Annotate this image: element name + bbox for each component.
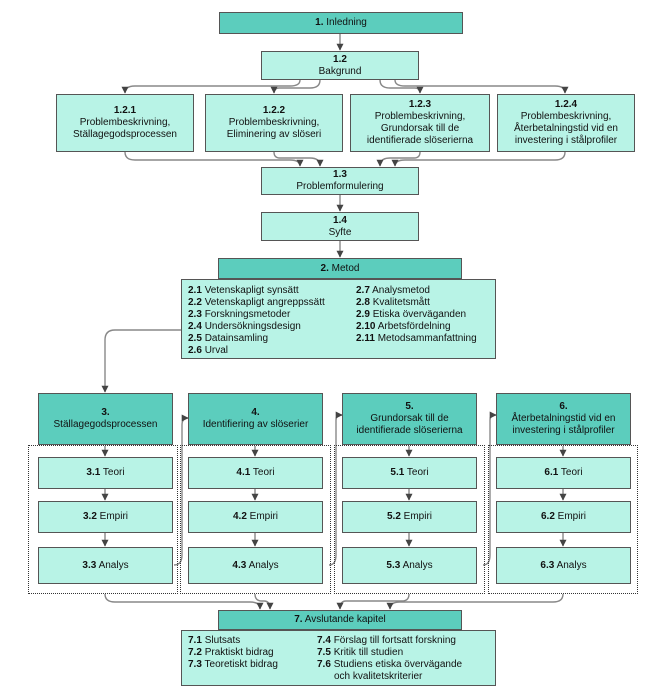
method-item: 2.6 Urval	[188, 345, 229, 356]
sub-box-3-3: 3.3 Analys	[38, 547, 173, 584]
box-line: Grundorsak till de	[380, 123, 460, 134]
box-line: Problembeskrivning,	[228, 117, 320, 128]
box-label: Metod	[331, 262, 360, 274]
box-line: investering i stålprofiler	[512, 425, 615, 436]
box-number: 1.4	[333, 214, 347, 226]
box-line: Problembeskrivning,	[520, 111, 612, 122]
box-metod-content: 2.1 Vetenskapligt synsätt 2.2 Vetenskapl…	[181, 279, 496, 359]
box-label: Syfte	[328, 226, 352, 238]
box-1-2-3: 1.2.3 Problembeskrivning, Grundorsak til…	[350, 94, 490, 152]
box-number: 1.2.3	[408, 99, 432, 110]
box-line: Identifiering av slöserier	[202, 419, 309, 430]
box-number: 1.2.2	[262, 105, 286, 116]
final-item: 7.1 Slutsats	[188, 635, 241, 646]
method-item: 2.2 Vetenskapligt angreppssätt	[188, 297, 325, 308]
box-line: Återbetalningstid vid en	[511, 413, 616, 424]
chapter-4-header: 4. Identifiering av slöserier	[188, 393, 323, 445]
box-number: 1.2	[333, 53, 347, 65]
box-number: 2.	[320, 262, 329, 274]
chapter-3-frame	[28, 445, 178, 594]
box-number: 1.2.4	[554, 99, 578, 110]
box-line: Ställagegodsprocessen	[53, 419, 158, 430]
method-item: 2.10 Arbetsfördelning	[356, 321, 451, 332]
box-label: Avslutande kapitel	[304, 614, 386, 625]
box-1-2-1: 1.2.1 Problembeskrivning, Ställagegodspr…	[56, 94, 194, 152]
box-inledning: 1. Inledning	[219, 12, 463, 34]
sub-box-3-2: 3.2 Empiri	[38, 501, 173, 533]
box-number: 1.	[315, 17, 324, 28]
box-syfte: 1.4 Syfte	[261, 212, 419, 241]
box-line: Problembeskrivning,	[374, 111, 466, 122]
box-label: Bakgrund	[318, 65, 362, 77]
box-avslutande-content: 7.1 Slutsats 7.2 Praktiskt bidrag 7.3 Te…	[181, 630, 496, 686]
box-bakgrund: 1.2 Bakgrund	[261, 51, 419, 80]
sub-box-5-1: 5.1 Teori	[342, 457, 477, 489]
final-item-continuation: och kvalitetskriterier	[334, 671, 423, 682]
final-item: 7.4 Förslag till fortsatt forskning	[317, 635, 456, 646]
final-item: 7.2 Praktiskt bidrag	[188, 647, 274, 658]
box-line: Problembeskrivning,	[79, 117, 171, 128]
box-1-2-2: 1.2.2 Problembeskrivning, Eliminering av…	[205, 94, 343, 152]
method-item: 2.4 Undersökningsdesign	[188, 321, 301, 332]
box-line: investering i stålprofiler	[514, 135, 618, 146]
final-item: 7.3 Teoretiskt bidrag	[188, 659, 278, 670]
box-number: 6.	[559, 401, 568, 412]
sub-box-5-2: 5.2 Empiri	[342, 501, 477, 533]
chapter-5-frame	[334, 445, 485, 594]
box-number: 7.	[294, 614, 303, 625]
box-line: Grundorsak till de	[370, 413, 449, 424]
box-1-2-4: 1.2.4 Problembeskrivning, Återbetalnings…	[497, 94, 635, 152]
method-item: 2.9 Etiska överväganden	[356, 309, 467, 320]
final-item: 7.5 Kritik till studien	[317, 647, 404, 658]
sub-box-4-1: 4.1 Teori	[188, 457, 323, 489]
sub-box-6-1: 6.1 Teori	[496, 457, 631, 489]
chapter-3-header: 3. Ställagegodsprocessen	[38, 393, 173, 445]
box-line: identifierade slöserierna	[356, 425, 463, 436]
sub-box-6-3: 6.3 Analys	[496, 547, 631, 584]
box-number: 5.	[405, 401, 414, 412]
box-number: 3.	[101, 407, 110, 418]
box-number: 1.3	[333, 169, 347, 180]
box-line: Ställagegodsprocessen	[73, 129, 177, 140]
box-number: 1.2.1	[113, 105, 137, 116]
box-label: Problemformulering	[296, 181, 384, 192]
method-item: 2.3 Forskningsmetoder	[188, 309, 291, 320]
final-item: 7.6 Studiens etiska övervägande	[317, 659, 463, 670]
method-item: 2.8 Kvalitetsmått	[356, 297, 430, 308]
chapter-5-header: 5. Grundorsak till de identifierade slös…	[342, 393, 477, 445]
method-item: 2.5 Datainsamling	[188, 333, 269, 344]
box-problemformulering: 1.3 Problemformulering	[261, 167, 419, 195]
sub-box-5-3: 5.3 Analys	[342, 547, 477, 584]
sub-box-4-2: 4.2 Empiri	[188, 501, 323, 533]
box-number: 4.	[251, 407, 260, 418]
sub-box-3-1: 3.1 Teori	[38, 457, 173, 489]
method-item: 2.7 Analysmetod	[356, 285, 430, 296]
sub-box-4-3: 4.3 Analys	[188, 547, 323, 584]
method-item: 2.11 Metodsammanfattning	[356, 333, 477, 344]
box-label: Inledning	[326, 17, 367, 28]
chapter-6-header: 6. Återbetalningstid vid en investering …	[496, 393, 631, 445]
method-item: 2.1 Vetenskapligt synsätt	[188, 285, 299, 296]
box-avslutande-header: 7. Avslutande kapitel	[218, 610, 462, 630]
sub-box-6-2: 6.2 Empiri	[496, 501, 631, 533]
box-metod-header: 2. Metod	[218, 258, 462, 279]
chapter-6-frame	[488, 445, 638, 594]
box-line: identifierade slöserierna	[366, 135, 474, 146]
chapter-4-frame	[180, 445, 331, 594]
box-line: Återbetalningstid vid en	[514, 123, 618, 134]
box-line: Eliminering av slöseri	[226, 129, 322, 140]
